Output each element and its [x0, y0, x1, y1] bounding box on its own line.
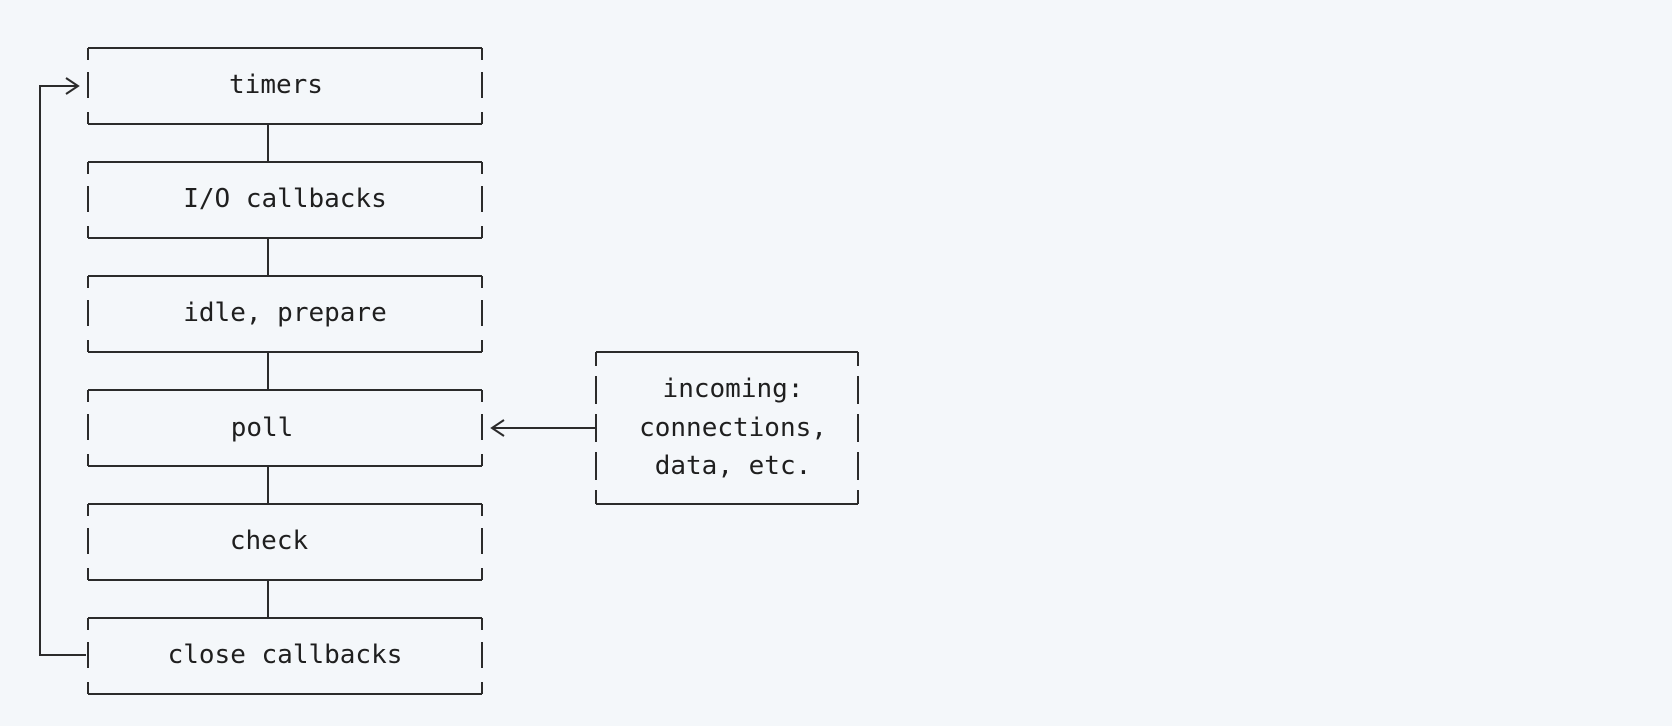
loop-back-arrow [39, 77, 86, 656]
phase-box-check: check [87, 503, 483, 581]
loop-arrowhead-icon [65, 77, 80, 95]
phase-box-close-callbacks: close callbacks [87, 617, 483, 695]
incoming-box: incoming: connections, data, etc. [595, 351, 859, 505]
incoming-line-2: connections, [639, 413, 827, 443]
incoming-line-3: data, etc. [655, 451, 812, 481]
phase-box-timers: timers [87, 47, 483, 125]
phase-label-timers: timers [229, 70, 323, 100]
phase-label-io-callbacks: I/O callbacks [183, 184, 387, 214]
incoming-arrowhead-icon [490, 419, 505, 437]
phase-label-close-callbacks: close callbacks [168, 640, 403, 670]
incoming-line-1: incoming: [663, 374, 804, 404]
phase-label-idle-prepare: idle, prepare [183, 298, 387, 328]
incoming-to-poll-arrow [490, 419, 596, 437]
phase-label-check: check [230, 526, 309, 556]
phase-label-poll: poll [231, 413, 294, 443]
phase-box-poll: poll [87, 389, 483, 467]
phase-box-io-callbacks: I/O callbacks [87, 161, 483, 239]
phase-box-idle-prepare: idle, prepare [87, 275, 483, 353]
